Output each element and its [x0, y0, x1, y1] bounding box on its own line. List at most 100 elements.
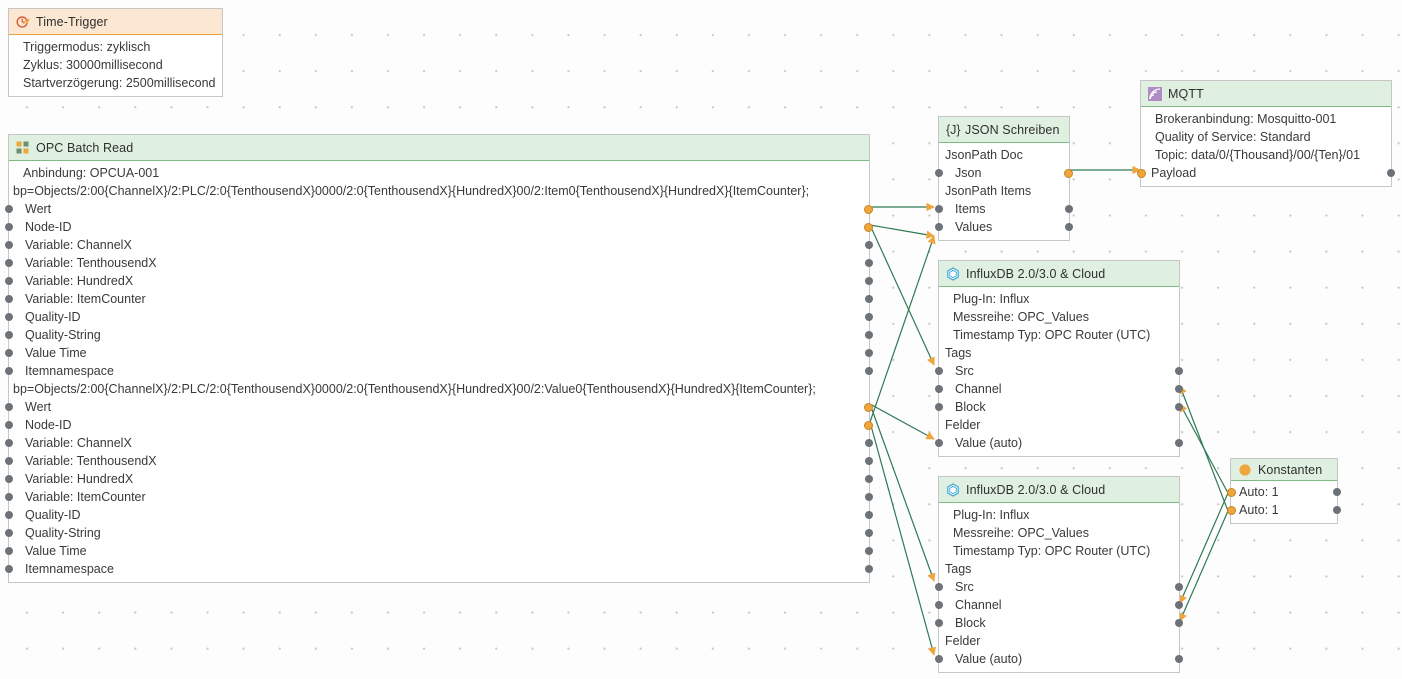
port-value-node-id[interactable]: Node-ID — [5, 416, 873, 434]
port-dot[interactable] — [935, 619, 943, 627]
port-value-variable-tenthousendx[interactable]: Variable: TenthousendX — [5, 452, 873, 470]
port-item-variable-tenthousendx[interactable]: Variable: TenthousendX — [5, 254, 873, 272]
port-dot[interactable] — [1175, 601, 1183, 609]
port-dot[interactable] — [935, 205, 943, 213]
port-values[interactable]: Values — [935, 218, 1073, 236]
port-tag-channel[interactable]: Channel — [935, 380, 1183, 398]
node-time-trigger[interactable]: Time-Trigger Triggermodus: zyklisch Zykl… — [8, 8, 223, 97]
constant-row-1[interactable]: Auto: 1 — [1227, 483, 1341, 501]
port-dot[interactable] — [865, 241, 873, 249]
node-header-influxdb-2[interactable]: InfluxDB 2.0/3.0 & Cloud — [939, 477, 1179, 503]
port-dot[interactable] — [865, 475, 873, 483]
port-dot[interactable] — [1175, 385, 1183, 393]
port-dot[interactable] — [5, 277, 13, 285]
port-dot[interactable] — [935, 601, 943, 609]
port-dot[interactable] — [5, 349, 13, 357]
port-dot[interactable] — [1064, 169, 1073, 178]
port-dot[interactable] — [935, 385, 943, 393]
port-value-quality-string[interactable]: Quality-String — [5, 524, 873, 542]
port-dot[interactable] — [1065, 223, 1073, 231]
node-opc-batch-read[interactable]: OPC Batch Read Anbindung: OPCUA-001 bp=O… — [5, 134, 873, 583]
port-value-variable-channelx[interactable]: Variable: ChannelX — [5, 434, 873, 452]
node-header-mqtt[interactable]: MQTT — [1141, 81, 1391, 107]
port-dot[interactable] — [935, 169, 943, 177]
port-dot[interactable] — [5, 493, 13, 501]
port-dot[interactable] — [865, 547, 873, 555]
port-dot[interactable] — [5, 475, 13, 483]
port-field-value-auto[interactable]: Value (auto) — [935, 650, 1183, 668]
port-dot[interactable] — [1175, 439, 1183, 447]
port-dot[interactable] — [865, 493, 873, 501]
port-dot[interactable] — [935, 655, 943, 663]
port-item-variable-hundredx[interactable]: Variable: HundredX — [5, 272, 873, 290]
port-dot[interactable] — [864, 223, 873, 232]
node-influxdb-1[interactable]: InfluxDB 2.0/3.0 & Cloud Plug-In: Influx… — [935, 260, 1183, 457]
port-item-quality-string[interactable]: Quality-String — [5, 326, 873, 344]
port-dot[interactable] — [5, 457, 13, 465]
port-item-wert[interactable]: Wert — [5, 200, 873, 218]
port-dot[interactable] — [865, 313, 873, 321]
port-value-variable-itemcounter[interactable]: Variable: ItemCounter — [5, 488, 873, 506]
port-dot[interactable] — [5, 259, 13, 267]
port-field-value-auto[interactable]: Value (auto) — [935, 434, 1183, 452]
port-payload[interactable]: Payload — [1137, 164, 1395, 182]
port-item-value-time[interactable]: Value Time — [5, 344, 873, 362]
node-header-opc-batch-read[interactable]: OPC Batch Read — [9, 135, 869, 161]
port-dot[interactable] — [5, 565, 13, 573]
port-dot[interactable] — [864, 205, 873, 214]
port-dot[interactable] — [5, 223, 13, 231]
port-dot[interactable] — [5, 529, 13, 537]
node-header-konstanten[interactable]: Konstanten — [1231, 459, 1337, 481]
port-dot[interactable] — [5, 241, 13, 249]
port-dot[interactable] — [865, 331, 873, 339]
port-dot[interactable] — [5, 205, 13, 213]
port-dot[interactable] — [865, 259, 873, 267]
port-dot[interactable] — [1065, 205, 1073, 213]
port-dot[interactable] — [1227, 488, 1236, 497]
port-value-itemnamespace[interactable]: Itemnamespace — [5, 560, 873, 578]
node-konstanten[interactable]: Konstanten Auto: 1 Auto: 1 — [1227, 458, 1341, 524]
port-dot[interactable] — [865, 439, 873, 447]
port-tag-block[interactable]: Block — [935, 398, 1183, 416]
node-header-influxdb-1[interactable]: InfluxDB 2.0/3.0 & Cloud — [939, 261, 1179, 287]
port-items[interactable]: Items — [935, 200, 1073, 218]
port-dot[interactable] — [5, 439, 13, 447]
port-dot[interactable] — [865, 367, 873, 375]
port-dot[interactable] — [865, 349, 873, 357]
port-tag-block[interactable]: Block — [935, 614, 1183, 632]
node-influxdb-2[interactable]: InfluxDB 2.0/3.0 & Cloud Plug-In: Influx… — [935, 476, 1183, 673]
node-header-json-schreiben[interactable]: {J} JSON Schreiben — [939, 117, 1069, 143]
port-dot[interactable] — [1387, 169, 1395, 177]
port-dot[interactable] — [865, 277, 873, 285]
port-dot[interactable] — [935, 583, 943, 591]
port-dot[interactable] — [1227, 506, 1236, 515]
port-value-variable-hundredx[interactable]: Variable: HundredX — [5, 470, 873, 488]
port-dot[interactable] — [864, 421, 873, 430]
port-dot[interactable] — [865, 529, 873, 537]
port-dot[interactable] — [1175, 655, 1183, 663]
node-json-schreiben[interactable]: {J} JSON Schreiben JsonPath Doc Json Jso… — [935, 116, 1073, 241]
port-value-quality-id[interactable]: Quality-ID — [5, 506, 873, 524]
port-dot[interactable] — [5, 403, 13, 411]
port-item-variable-itemcounter[interactable]: Variable: ItemCounter — [5, 290, 873, 308]
port-dot[interactable] — [865, 295, 873, 303]
port-dot[interactable] — [1175, 583, 1183, 591]
constant-row-2[interactable]: Auto: 1 — [1227, 501, 1341, 519]
port-dot[interactable] — [1175, 403, 1183, 411]
port-json[interactable]: Json — [935, 164, 1073, 182]
port-item-quality-id[interactable]: Quality-ID — [5, 308, 873, 326]
port-dot[interactable] — [935, 403, 943, 411]
node-mqtt[interactable]: MQTT Brokeranbindung: Mosquitto-001 Qual… — [1137, 80, 1395, 187]
port-item-variable-channelx[interactable]: Variable: ChannelX — [5, 236, 873, 254]
port-dot[interactable] — [935, 367, 943, 375]
port-dot[interactable] — [1333, 506, 1341, 514]
port-dot[interactable] — [5, 511, 13, 519]
port-dot[interactable] — [865, 511, 873, 519]
port-value-wert[interactable]: Wert — [5, 398, 873, 416]
port-dot[interactable] — [864, 403, 873, 412]
port-item-itemnamespace[interactable]: Itemnamespace — [5, 362, 873, 380]
port-dot[interactable] — [5, 421, 13, 429]
node-header-time-trigger[interactable]: Time-Trigger — [9, 9, 222, 35]
port-tag-src[interactable]: Src — [935, 362, 1183, 380]
